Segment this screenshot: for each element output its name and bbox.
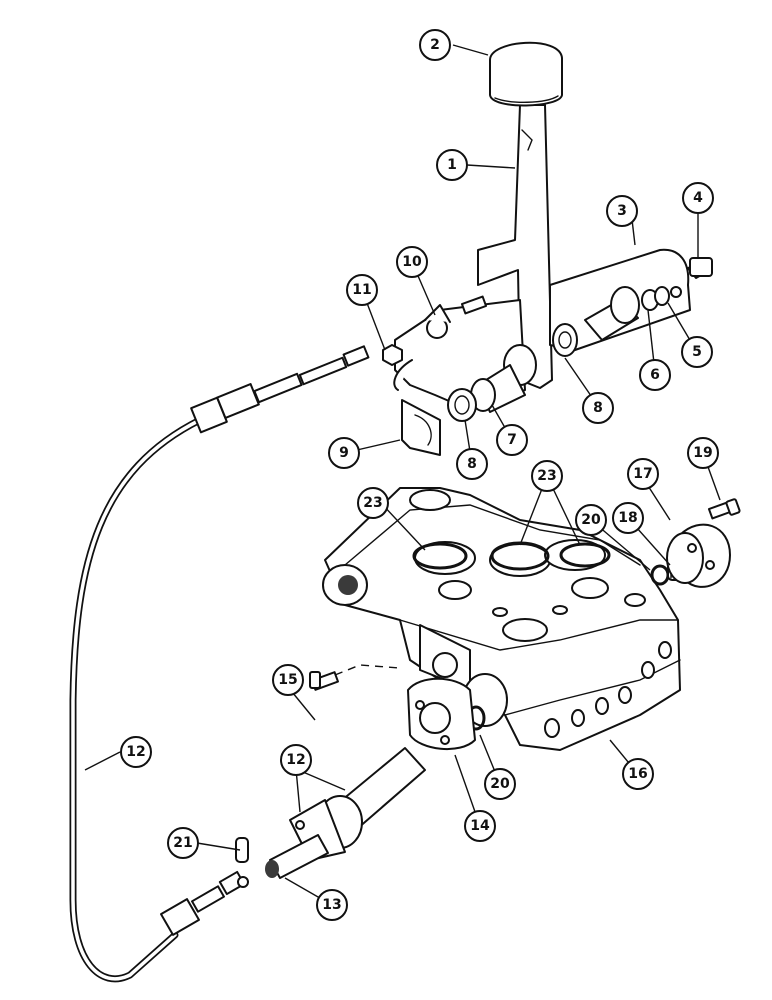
callout-label: 3 bbox=[617, 203, 627, 219]
callout: 5 bbox=[681, 336, 713, 368]
callout-label: 20 bbox=[490, 776, 510, 792]
callout: 6 bbox=[639, 359, 671, 391]
cap-screw bbox=[707, 498, 741, 520]
callout-label: 17 bbox=[633, 466, 652, 482]
retaining-clip bbox=[401, 399, 441, 456]
callout: 1 bbox=[436, 149, 468, 181]
bolt bbox=[687, 257, 713, 279]
bushing bbox=[470, 344, 537, 413]
callout-label: 8 bbox=[593, 400, 603, 416]
callout: 23 bbox=[531, 460, 563, 492]
callout: 11 bbox=[346, 274, 378, 306]
callout: 19 bbox=[687, 437, 719, 469]
callout: 17 bbox=[627, 458, 659, 490]
screw bbox=[309, 664, 401, 691]
lever-knob bbox=[489, 41, 563, 107]
rod-end bbox=[265, 834, 329, 879]
callout-label: 21 bbox=[173, 835, 192, 851]
callout: 18 bbox=[612, 502, 644, 534]
end-cap bbox=[666, 523, 731, 588]
callout: 16 bbox=[622, 758, 654, 790]
callout-label: 12 bbox=[126, 744, 145, 760]
callout-label: 9 bbox=[339, 445, 349, 461]
callout-label: 20 bbox=[581, 512, 601, 528]
callout-label: 12 bbox=[286, 752, 305, 768]
callout-label: 2 bbox=[430, 37, 440, 53]
callout: 2 bbox=[419, 29, 451, 61]
callout: 9 bbox=[328, 437, 360, 469]
callout: 15 bbox=[272, 664, 304, 696]
callout-label: 15 bbox=[278, 672, 297, 688]
callout: 12 bbox=[280, 744, 312, 776]
callout: 7 bbox=[496, 424, 528, 456]
callout-label: 7 bbox=[507, 432, 517, 448]
cable-housing bbox=[407, 677, 476, 751]
callout-label: 8 bbox=[467, 456, 477, 472]
nut bbox=[382, 344, 403, 366]
callout: 20 bbox=[484, 768, 516, 800]
control-cable bbox=[69, 345, 370, 983]
callout: 20 bbox=[575, 504, 607, 536]
callout-label: 6 bbox=[650, 367, 660, 383]
callout-label: 23 bbox=[363, 495, 382, 511]
callout-label: 5 bbox=[692, 344, 702, 360]
callout-label: 18 bbox=[618, 510, 637, 526]
callout-label: 10 bbox=[402, 254, 422, 270]
callout-label: 23 bbox=[537, 468, 556, 484]
callout: 13 bbox=[316, 889, 348, 921]
callout-label: 11 bbox=[352, 282, 371, 298]
callout: 12 bbox=[120, 736, 152, 768]
callout-label: 16 bbox=[628, 766, 647, 782]
callout: 8 bbox=[582, 392, 614, 424]
callout: 21 bbox=[167, 827, 199, 859]
callout: 4 bbox=[682, 182, 714, 214]
callout: 10 bbox=[396, 246, 428, 278]
pivot-pin bbox=[584, 286, 640, 341]
lock-washer bbox=[641, 286, 670, 311]
callout: 23 bbox=[357, 487, 389, 519]
callout: 3 bbox=[606, 195, 638, 227]
callout-label: 1 bbox=[447, 157, 457, 173]
callout: 8 bbox=[456, 448, 488, 480]
washer bbox=[447, 323, 578, 422]
cable-tube bbox=[289, 747, 426, 861]
callout-label: 4 bbox=[693, 190, 703, 206]
callout-label: 19 bbox=[693, 445, 712, 461]
callout-label: 14 bbox=[470, 818, 490, 834]
callout: 14 bbox=[464, 810, 496, 842]
callout-label: 13 bbox=[322, 897, 341, 913]
